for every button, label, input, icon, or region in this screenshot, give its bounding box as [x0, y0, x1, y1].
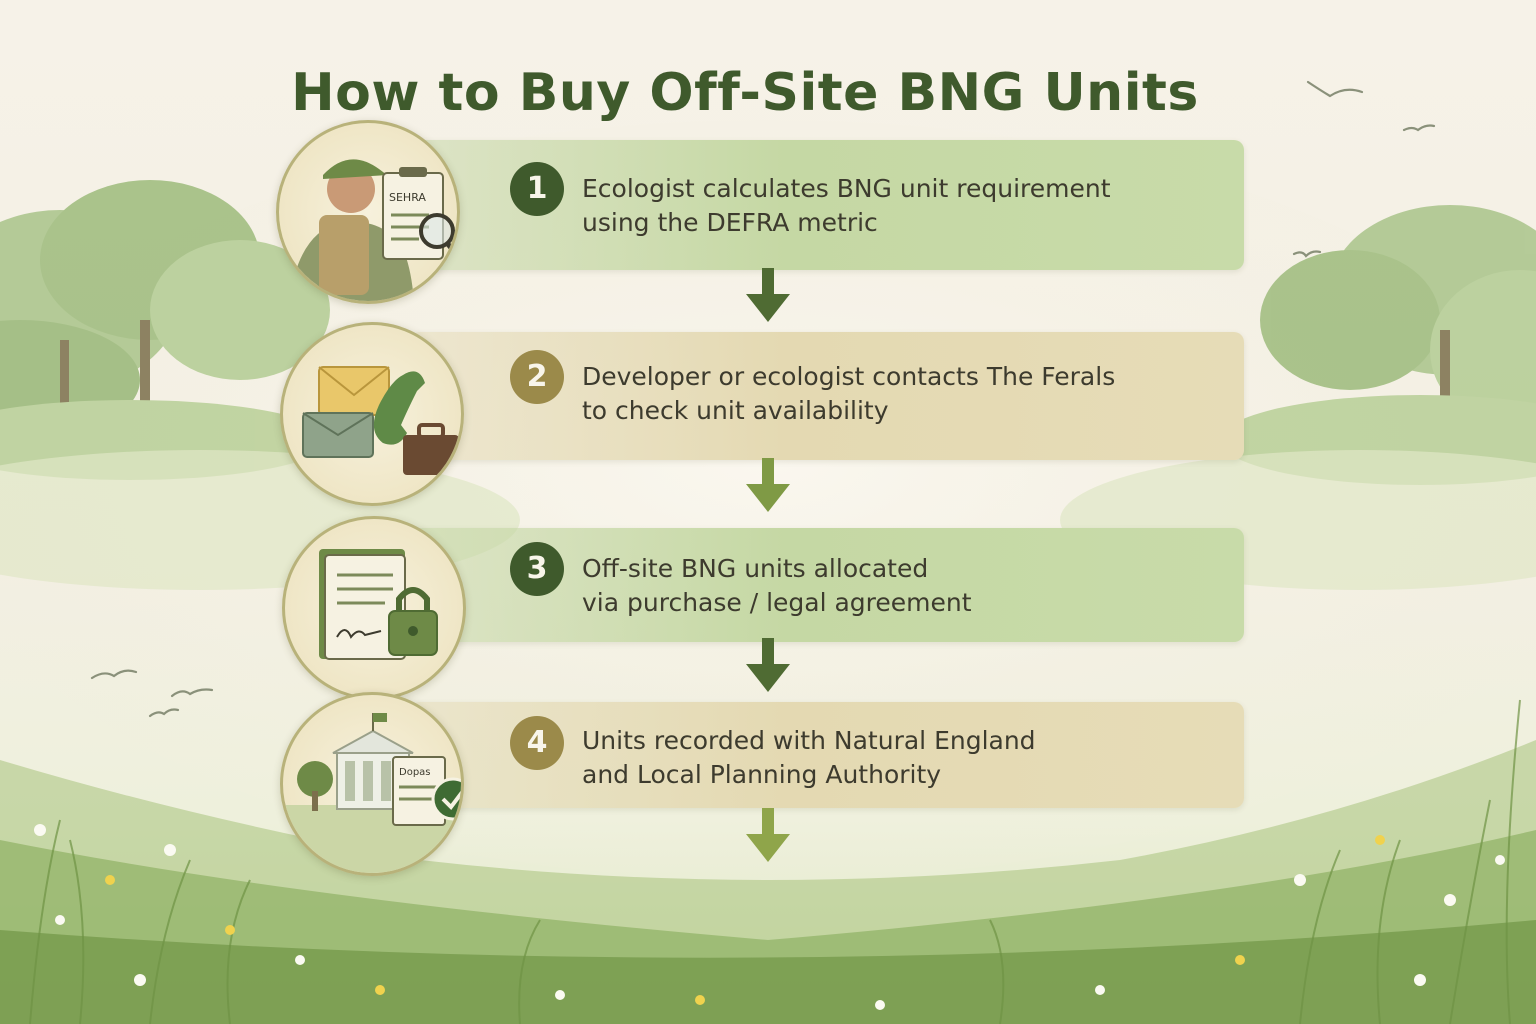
step-number-badge: 4 — [510, 716, 564, 770]
step-card-2: 2 Developer or ecologist contacts The Fe… — [410, 332, 1244, 460]
step-text-line: to check unit availability — [582, 396, 889, 425]
clipboard-label: SEHRA — [389, 191, 426, 204]
government-building-checkmark-icon: Dopas — [280, 692, 464, 876]
step-card-1: 1 Ecologist calculates BNG unit requirem… — [410, 140, 1244, 270]
down-arrow-icon — [746, 638, 790, 692]
step-card-4: 4 Units recorded with Natural England an… — [410, 702, 1244, 808]
step-text-line: Developer or ecologist contacts The Fera… — [582, 362, 1116, 391]
down-arrow-icon — [746, 458, 790, 512]
step-number-badge: 2 — [510, 350, 564, 404]
document-label: Dopas — [399, 767, 431, 778]
wildflowers — [34, 824, 1505, 1010]
down-arrow-icon — [746, 808, 790, 862]
step-text-line: Units recorded with Natural England — [582, 726, 1036, 755]
legal-document-padlock-icon — [282, 516, 466, 700]
birds — [90, 80, 1436, 718]
step-text: Developer or ecologist contacts The Fera… — [582, 360, 1214, 428]
step-text-line: Ecologist calculates BNG unit requiremen… — [582, 174, 1111, 203]
down-arrow-icon — [746, 268, 790, 322]
step-text: Ecologist calculates BNG unit requiremen… — [582, 172, 1214, 240]
step-text-line: and Local Planning Authority — [582, 760, 942, 789]
step-number-badge: 3 — [510, 542, 564, 596]
step-text-line: Off-site BNG units allocated — [582, 554, 929, 583]
step-text-line: via purchase / legal agreement — [582, 588, 972, 617]
step-text: Units recorded with Natural England and … — [582, 724, 1214, 792]
step-text-line: using the DEFRA metric — [582, 208, 878, 237]
step-text: Off-site BNG units allocated via purchas… — [582, 552, 1214, 620]
envelope-phone-briefcase-icon — [280, 322, 464, 506]
ecologist-with-clipboard-icon: SEHRA — [276, 120, 460, 304]
step-number-badge: 1 — [510, 162, 564, 216]
page-title: How to Buy Off-Site BNG Units — [291, 62, 1199, 123]
step-card-3: 3 Off-site BNG units allocated via purch… — [410, 528, 1244, 642]
